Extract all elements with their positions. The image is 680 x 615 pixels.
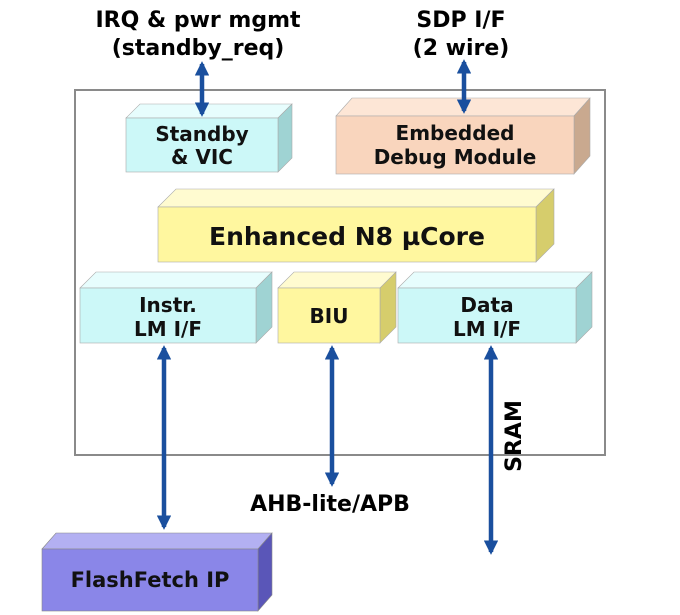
debug-module-line2: Debug Module <box>374 145 537 169</box>
data-lm-if-block: Data LM I/F <box>397 271 593 344</box>
core-block: Enhanced N8 µCore <box>157 188 555 263</box>
flashfetch-label: FlashFetch IP <box>71 568 230 592</box>
sdp-wire-label: (2 wire) <box>413 36 510 61</box>
sdp-if-label: SDP I/F <box>416 8 505 33</box>
biu-label: BIU <box>310 304 349 328</box>
debug-module-line1: Embedded <box>396 121 515 145</box>
instr-lm-if-line2: LM I/F <box>134 317 202 341</box>
biu-block: BIU <box>277 271 397 344</box>
sram-label: SRAM <box>502 400 527 472</box>
debug-module-block: Embedded Debug Module <box>335 97 591 175</box>
standby-vic-line2: & VIC <box>171 145 233 169</box>
standby-req-label: (standby_req) <box>112 36 285 61</box>
irq-pwr-label: IRQ & pwr mgmt <box>95 8 301 33</box>
data-lm-if-line2: LM I/F <box>453 317 521 341</box>
instr-lm-if-block: Instr. LM I/F <box>79 271 273 344</box>
standby-vic-block: Standby & VIC <box>125 103 293 173</box>
instr-lm-if-line1: Instr. <box>139 293 197 317</box>
standby-vic-line1: Standby <box>155 122 248 146</box>
ahb-apb-label: AHB-lite/APB <box>250 492 410 517</box>
flashfetch-block: FlashFetch IP <box>41 532 273 612</box>
data-lm-if-line1: Data <box>460 293 513 317</box>
core-label: Enhanced N8 µCore <box>209 222 485 251</box>
